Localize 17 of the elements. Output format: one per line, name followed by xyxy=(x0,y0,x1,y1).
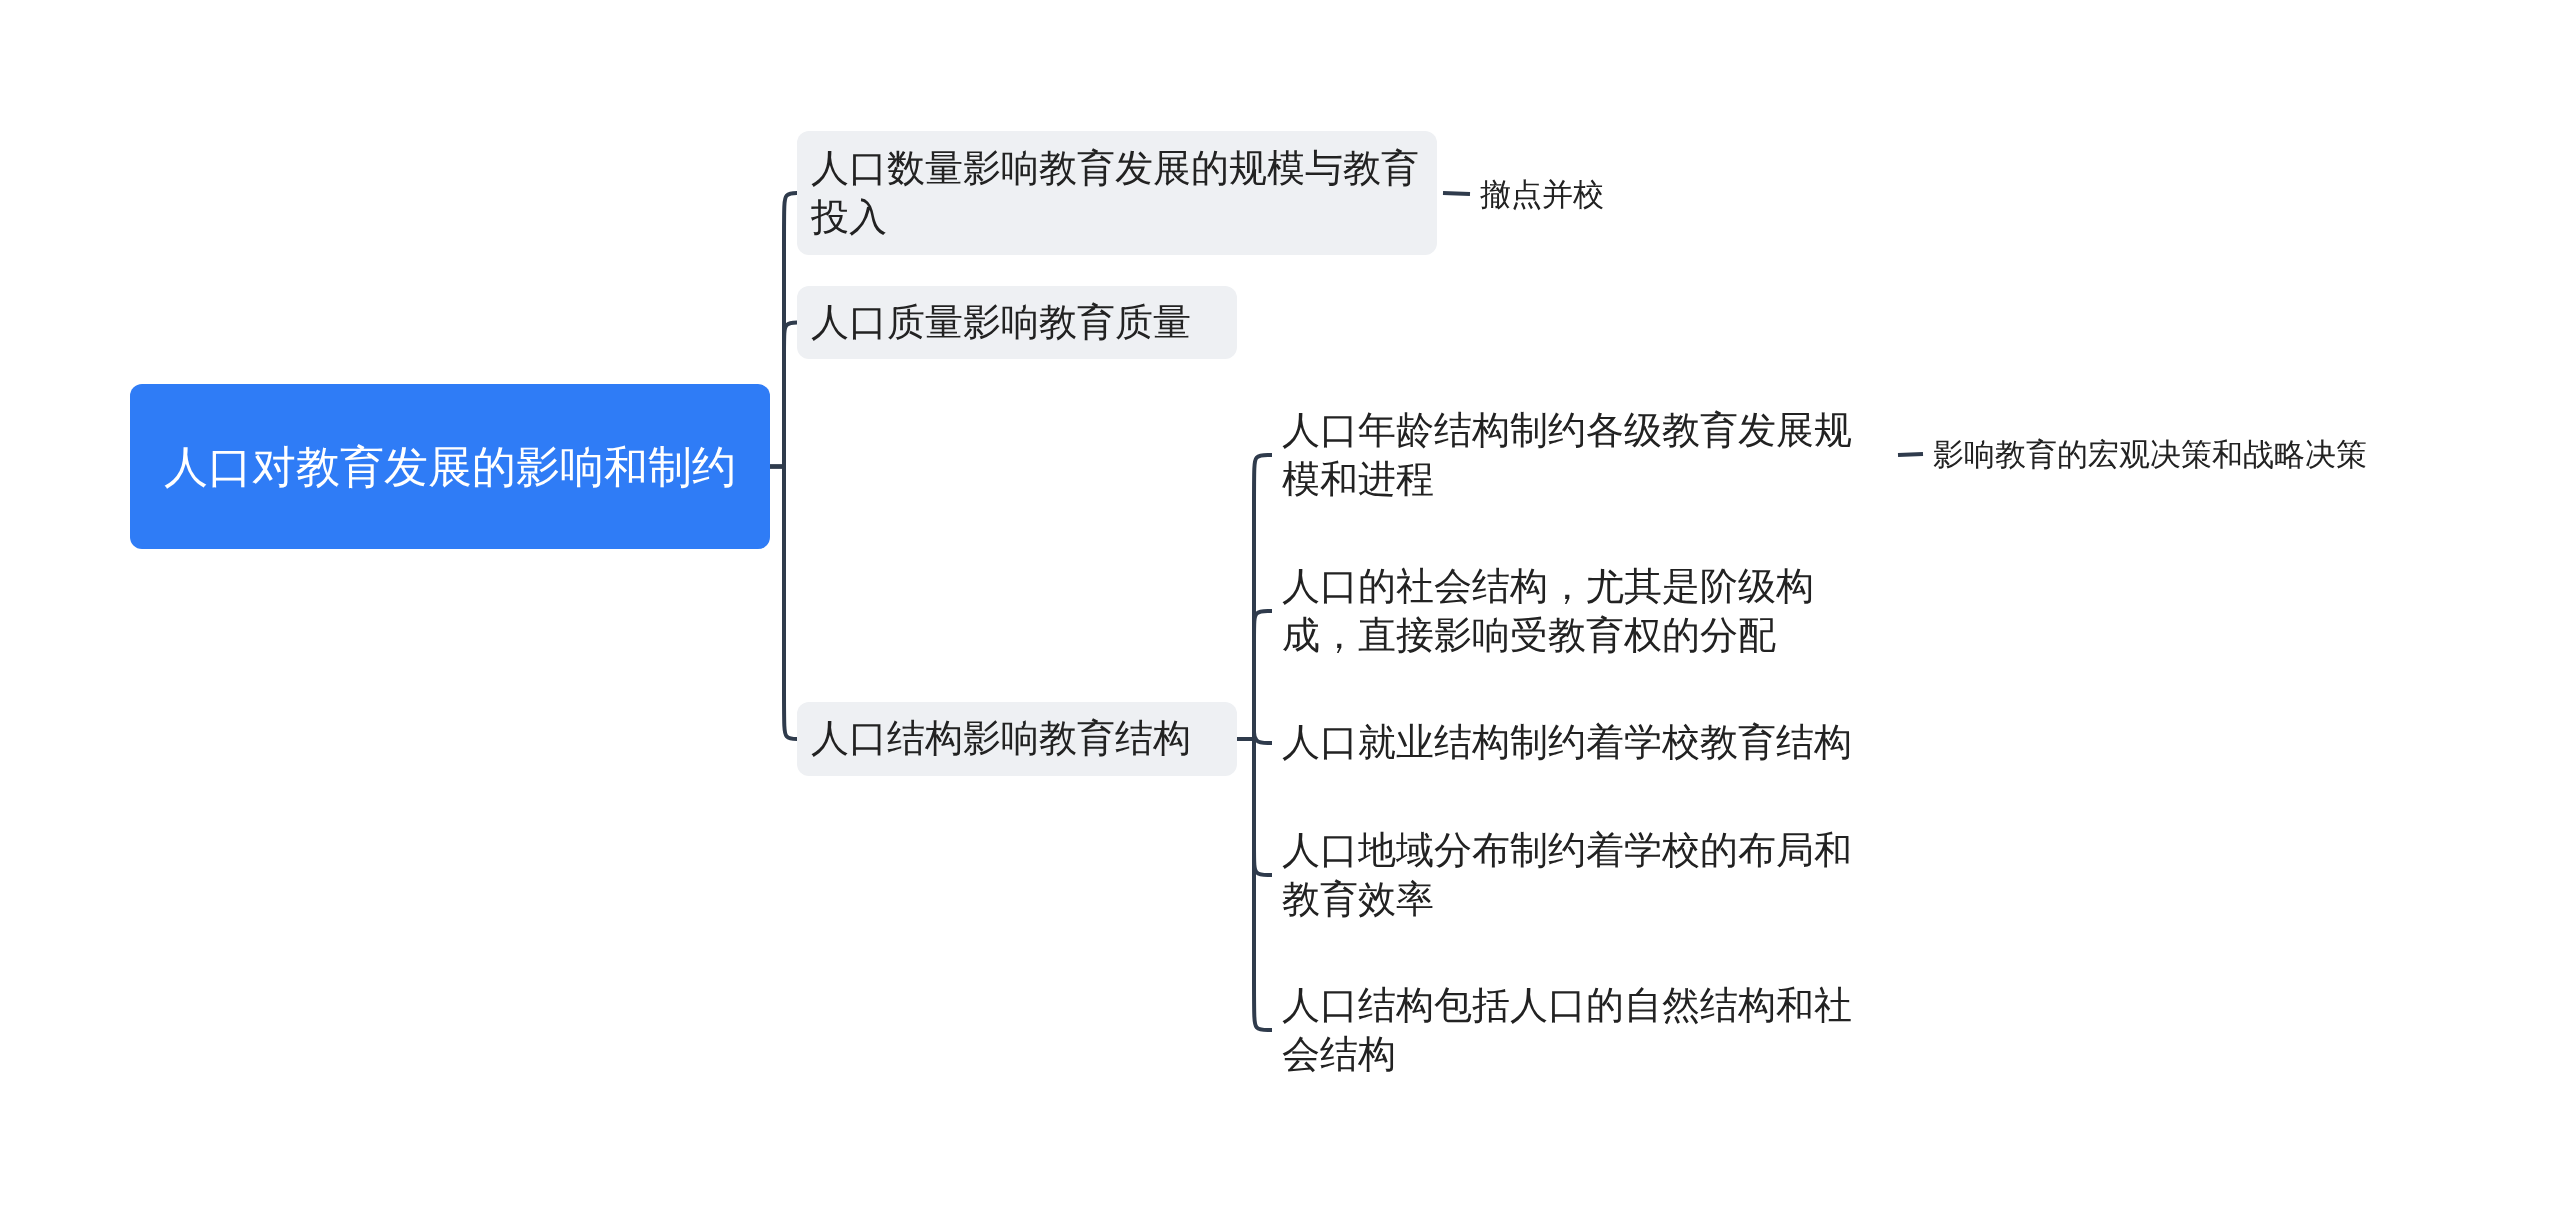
subtopic-text: 影响教育的宏观决策和战略决策 xyxy=(1925,428,2465,480)
topic-box xyxy=(797,702,1237,776)
connector-line xyxy=(1897,452,1924,457)
topic-label: 人口对教育发展的影响和制约 xyxy=(164,440,736,494)
central-topic-box xyxy=(130,384,770,549)
subtopic-text: 人口地域分布制约着学校的布局和教育效率 xyxy=(1272,820,1892,930)
subtopic-text: 人口的社会结构，尤其是阶级构成，直接影响受教育权的分配 xyxy=(1272,556,1892,666)
topic-label: 人口质量影响教育质量 xyxy=(811,298,1191,346)
subtopic-text: 人口结构包括人口的自然结构和社会结构 xyxy=(1272,975,1892,1085)
subtopic-text: 人口就业结构制约着学校教育结构 xyxy=(1272,712,1892,774)
connector-line xyxy=(1442,191,1471,196)
topic-box xyxy=(797,131,1437,255)
topic-box xyxy=(797,286,1237,359)
subtopic-text: 人口年龄结构制约各级教育发展规模和进程 xyxy=(1272,400,1892,510)
subtopic-text: 撤点并校 xyxy=(1472,168,1642,220)
topic-label: 人口结构影响教育结构 xyxy=(811,715,1191,763)
topic-label: 人口数量影响教育发展的规模与教育投入 xyxy=(811,144,1420,241)
